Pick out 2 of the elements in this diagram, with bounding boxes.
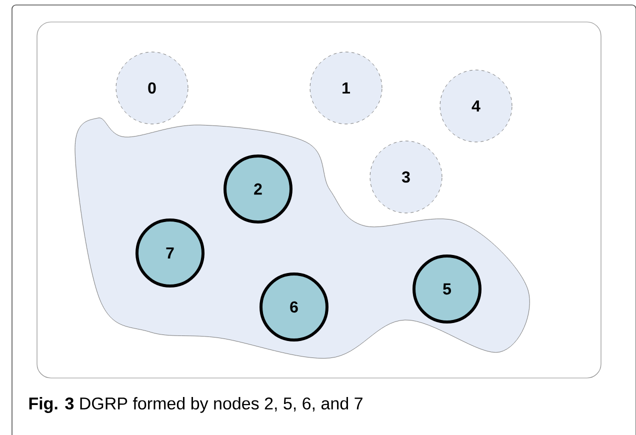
figure-caption: Fig. 3 DGRP formed by nodes 2, 5, 6, and 7 — [29, 397, 362, 413]
panel-box — [36, 22, 602, 378]
